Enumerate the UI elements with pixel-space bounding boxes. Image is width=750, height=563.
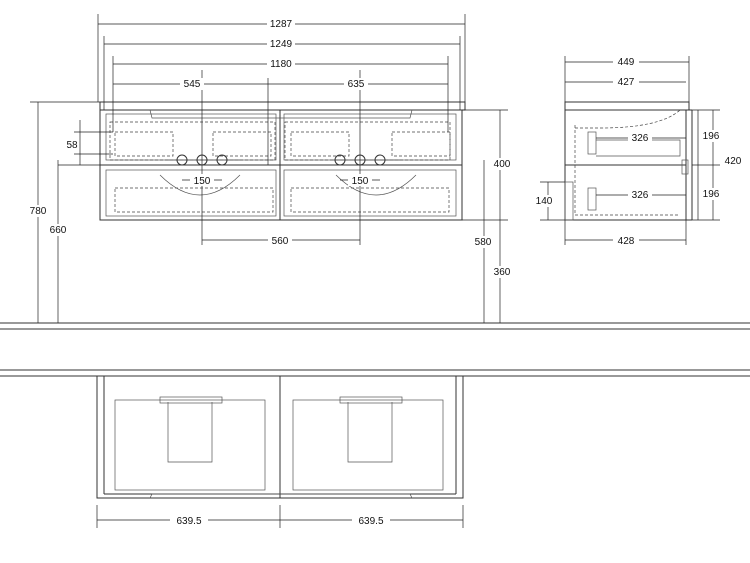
dim-side-body-height: 420 (725, 156, 742, 167)
side-view-labels: 449 427 428 326 326 196 196 420 140 (534, 56, 744, 247)
dim-drain-left: 150 (194, 176, 211, 187)
dim-top-from-floor: 580 (475, 237, 492, 248)
dim-upper-drawer-height: 196 (703, 131, 720, 142)
dim-drain-right: 150 (352, 176, 369, 187)
dim-basin-span: 1180 (270, 59, 292, 70)
dim-install-height: 660 (50, 225, 67, 236)
dim-overall-width: 1287 (270, 19, 293, 30)
wall-line (0, 369, 750, 377)
dim-right-offset: 635 (348, 79, 365, 90)
side-view-cabinet (564, 101, 693, 221)
dim-left-offset: 545 (184, 79, 201, 90)
dim-body-height: 400 (494, 159, 511, 170)
dim-overall-depth: 449 (618, 57, 635, 68)
dim-lower-drawer-depth: 326 (632, 190, 649, 201)
dim-lower-drawer-height: 196 (703, 189, 720, 200)
dim-top-inset: 58 (66, 140, 78, 151)
top-view-cabinet (96, 375, 464, 499)
dim-upper-drawer-depth: 326 (632, 133, 649, 144)
dim-drain-spacing: 560 (272, 236, 289, 247)
top-view-labels: 639.5 639.5 (170, 514, 390, 527)
top-view-dimensions (96, 505, 464, 528)
dim-top-depth: 427 (618, 77, 635, 88)
floor-line (0, 322, 750, 330)
dim-total-height: 780 (30, 206, 47, 217)
dim-top-right-width: 639.5 (358, 516, 383, 527)
dim-body-width: 1249 (270, 39, 293, 50)
dim-bottom-from-floor: 360 (494, 267, 511, 278)
front-view-labels: 1287 1249 1180 545 635 58 150 150 560 78… (28, 18, 512, 278)
dim-top-left-width: 639.5 (176, 516, 201, 527)
dim-base-depth: 428 (618, 236, 635, 247)
dim-siphon-height: 140 (536, 196, 553, 207)
front-view-cabinet (99, 70, 466, 245)
